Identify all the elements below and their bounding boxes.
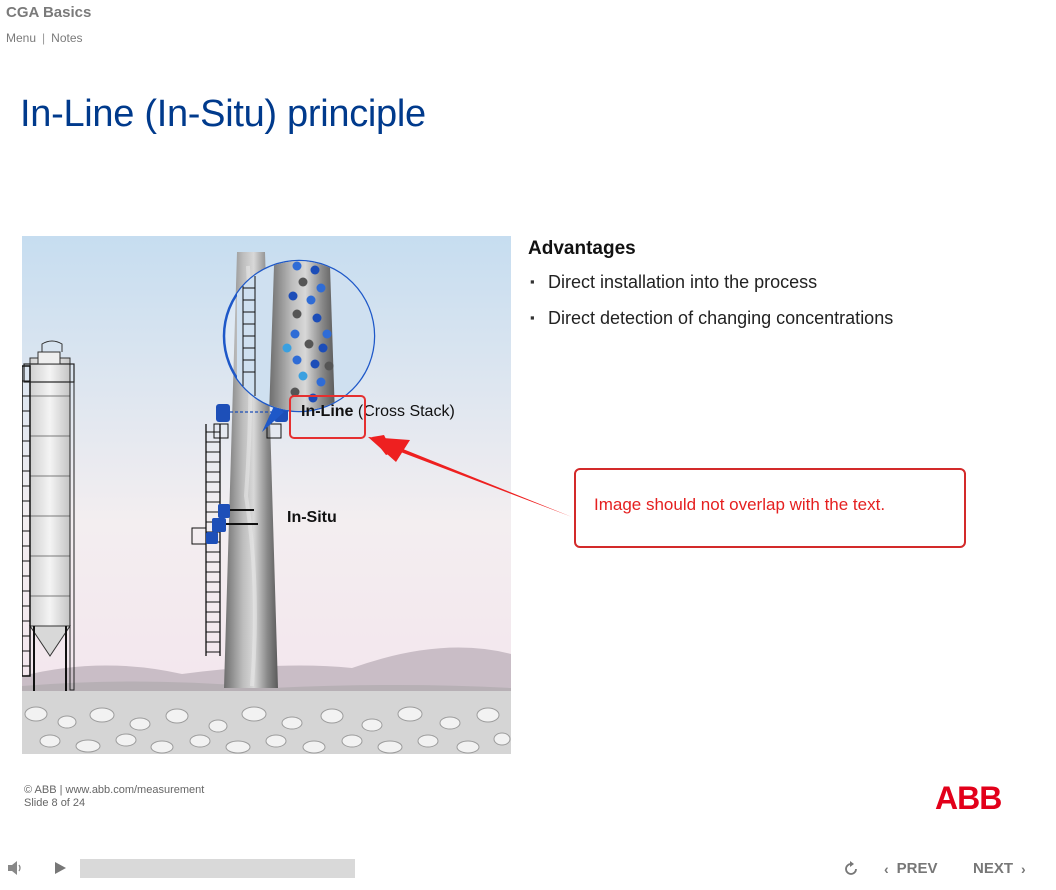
volume-icon[interactable] (6, 860, 26, 876)
inline-label-rest: (Cross Stack) (353, 403, 455, 420)
slide-footer: © ABB | www.abb.com/measurement Slide 8 … (24, 784, 204, 810)
prev-label: PREV (896, 860, 938, 877)
chevron-right-icon: › (1021, 860, 1026, 877)
next-button[interactable]: NEXT › (973, 860, 1026, 877)
next-label: NEXT (973, 860, 1014, 877)
list-item: ▪ Direct installation into the process (528, 270, 928, 294)
review-comment-text: Image should not overlap with the text. (594, 495, 886, 514)
slide-title: In-Line (In-Situ) principle (20, 93, 426, 135)
nav-separator: | (42, 31, 46, 45)
abb-logo: ABB (935, 782, 1002, 812)
replay-icon[interactable] (842, 860, 860, 878)
list-item: ▪ Direct detection of changing concentrat… (528, 306, 928, 330)
play-icon[interactable] (52, 860, 68, 876)
player-bar: ‹ PREV NEXT › (0, 846, 1056, 890)
inline-label-bold: In-Line (301, 403, 354, 420)
menu-link[interactable]: Menu (6, 31, 37, 45)
insitu-label: In-Situ (287, 509, 337, 526)
top-bar: CGA Basics Menu | Notes (0, 0, 1056, 50)
progress-bar[interactable] (80, 859, 355, 878)
bullet-icon: ▪ (530, 310, 535, 325)
bullet-icon: ▪ (530, 274, 535, 289)
course-title: CGA Basics (6, 4, 92, 21)
highlight-box (289, 395, 366, 439)
abb-logo-text: ABB (935, 782, 1001, 812)
advantages-panel: Advantages ▪ Direct installation into the… (528, 238, 928, 342)
copyright-text: © ABB | www.abb.com/measurement (24, 784, 205, 796)
chevron-left-icon: ‹ (884, 860, 889, 877)
inline-label: In-Line (Cross Stack) (301, 403, 455, 421)
advantages-list: ▪ Direct installation into the process ▪ D… (528, 270, 928, 330)
notes-link[interactable]: Notes (51, 31, 83, 45)
advantage-text: Direct detection of changing concentrati… (548, 308, 894, 328)
review-callout: Image should not overlap with the text. (574, 468, 966, 548)
advantages-heading: Advantages (528, 238, 636, 259)
stack-illustration (22, 236, 511, 754)
slide-counter: Slide 8 of 24 (24, 797, 86, 809)
top-nav: Menu | Notes (6, 31, 83, 45)
advantage-text: Direct installation into the process (548, 272, 818, 292)
prev-button[interactable]: ‹ PREV (884, 860, 938, 877)
